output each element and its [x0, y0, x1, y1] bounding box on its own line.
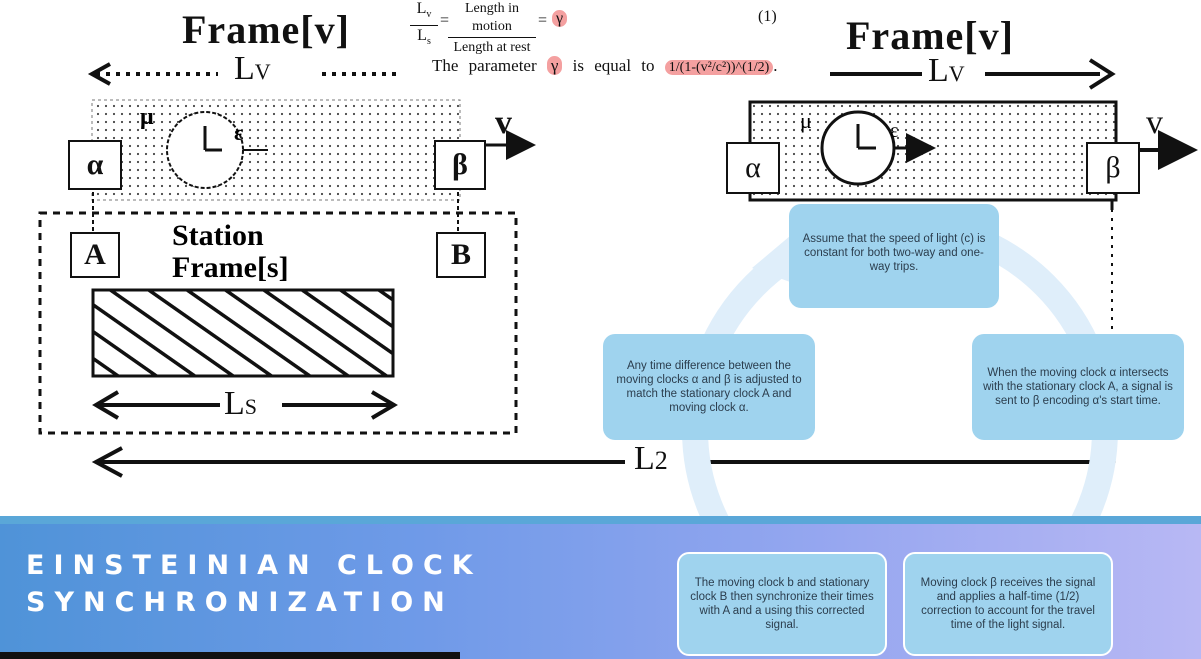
l2-sub: 2: [654, 446, 668, 475]
left-velocity-label: v: [495, 104, 512, 141]
sentence-prefix: The parameter: [432, 56, 537, 75]
right-length-label: LV: [928, 52, 965, 90]
formula-equals-2: =: [538, 12, 548, 29]
sentence-gamma: γ: [546, 56, 563, 75]
station-label: Station Frame[s]: [172, 220, 289, 284]
left-clock-mu: μ: [140, 104, 154, 130]
right-frame-title: Frame[v]: [846, 13, 1014, 58]
left-frame-title: Frame[v]: [182, 7, 350, 52]
l2-letter: L: [634, 440, 655, 477]
right-length-sub: V: [948, 61, 965, 86]
left-length-sub: V: [254, 59, 271, 84]
right-clock-epsilon: ε: [890, 120, 899, 142]
station-label-line2: Frame[s]: [172, 251, 289, 284]
left-length-letter: L: [234, 50, 255, 87]
title-line-2: SYNCHRONIZATION: [26, 587, 454, 618]
equation-number: (1): [758, 8, 777, 25]
station-box-a: A: [70, 232, 120, 278]
hatched-rod: [91, 288, 395, 378]
gamma-expression: 1/(1-(v²/c²))^(1/2): [664, 60, 774, 75]
right-alpha-box: α: [726, 142, 780, 194]
right-beta-box: β: [1086, 142, 1140, 194]
banner-bottom-bar: [0, 652, 460, 659]
formula-numerator: Length in motion: [464, 1, 520, 34]
formula-gamma: γ: [552, 10, 568, 28]
cycle-step-4: The moving clock b and stationary clock …: [677, 552, 887, 656]
banner-top-strip: [0, 516, 1201, 524]
formula-ls-sub: s: [426, 36, 431, 48]
gamma-sentence: The parameter γ is equal to 1/(1-(v²/c²)…: [432, 56, 778, 76]
right-velocity-label: v: [1146, 104, 1163, 141]
cycle-arrowhead: [752, 236, 790, 282]
title-line-1: EINSTEINIAN CLOCK: [26, 550, 482, 581]
formula-gamma-highlight: γ: [552, 10, 568, 27]
formula-lv: L: [416, 0, 427, 17]
formula-lv-sub: v: [426, 9, 432, 21]
formula-ls: L: [417, 27, 427, 45]
left-alpha-box: α: [68, 140, 122, 190]
right-clock-mu: μ: [800, 108, 812, 133]
left-station-frame-box: [38, 211, 518, 435]
cycle-step-3: Moving clock β receives the signal and a…: [903, 552, 1113, 656]
left-beta-box: β: [434, 140, 486, 190]
sentence-mid: is equal to: [572, 56, 655, 75]
right-moving-frame-region: [748, 100, 1118, 202]
station-label-line1: Station: [172, 219, 264, 252]
left-moving-frame-region: [91, 99, 461, 201]
formula-denominator: Length at rest: [453, 40, 531, 55]
formula-equals-1: =: [440, 12, 450, 29]
rest-length-letter: L: [224, 385, 245, 422]
left-clock-epsilon: ε: [234, 120, 244, 145]
station-box-b: B: [436, 232, 486, 278]
sentence-period: .: [773, 56, 778, 75]
rest-length-sub: S: [244, 394, 258, 419]
right-length-letter: L: [928, 52, 949, 89]
cycle-step-5: Any time difference between the moving c…: [603, 334, 815, 440]
formula-fraction-lv-ls: Lv Ls: [404, 0, 444, 48]
l2-label: L2: [634, 440, 668, 478]
cycle-step-1: Assume that the speed of light (c) is co…: [789, 204, 999, 308]
rest-length-label: LS: [224, 385, 257, 423]
cycle-step-2: When the moving clock α intersects with …: [972, 334, 1184, 440]
formula-fraction-length: Length in motion Length at rest: [448, 0, 536, 57]
left-length-label: LV: [234, 50, 271, 88]
